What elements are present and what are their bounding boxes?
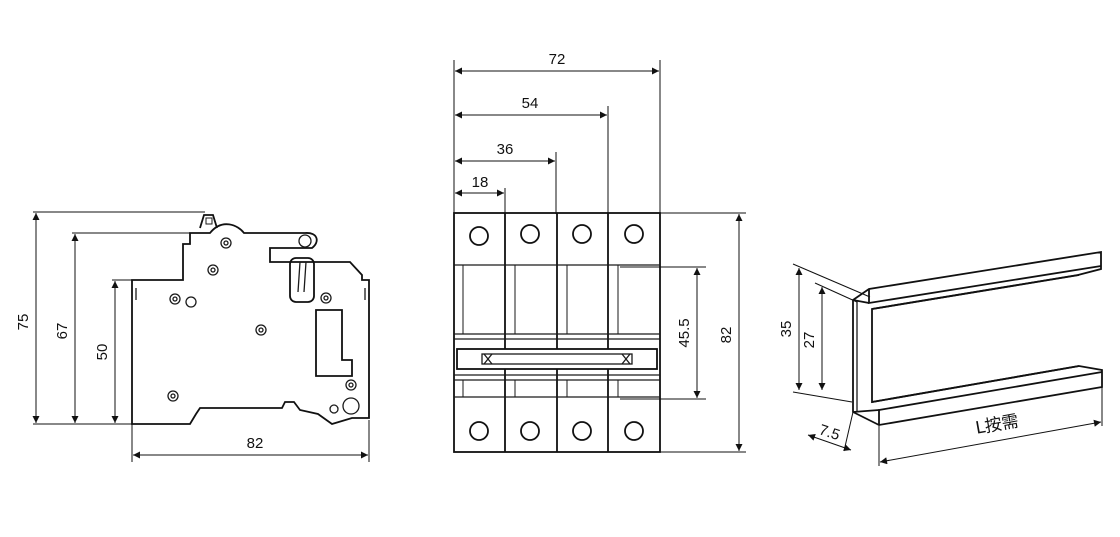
dim-27-label: 27: [801, 332, 818, 349]
din-rail-view: 35 27 7.5 L按需: [778, 250, 1103, 466]
dim-67-label: 67: [54, 323, 71, 340]
side-body-outline: [131, 223, 370, 425]
dim-length-label: L按需: [974, 411, 1020, 438]
dim-length-line: [879, 419, 1102, 465]
front-view: 72 54 36 18 45.5 82: [453, 51, 746, 453]
dim-35-label: 35: [778, 321, 795, 338]
dim-54-label: 54: [522, 95, 539, 112]
side-window: [315, 309, 353, 377]
dim-82-front-label: 82: [718, 327, 735, 344]
dim-36-label: 36: [497, 141, 514, 158]
dim-45-5-label: 45.5: [676, 318, 693, 347]
dim-82-side-label: 82: [247, 435, 264, 452]
dim-18-label: 18: [472, 174, 489, 191]
front-terminals-bottom: [469, 421, 644, 441]
front-terminals-top: [469, 224, 644, 246]
side-view: 75 67 50 82: [15, 211, 370, 462]
side-screws: [167, 237, 360, 415]
dim-75-label: 75: [15, 314, 32, 331]
dim-7-5-line: [807, 434, 852, 451]
dim-72-label: 72: [549, 51, 566, 68]
side-lever: [289, 257, 315, 303]
front-handle-bar: [456, 348, 658, 370]
side-toggle-tab: [199, 214, 218, 229]
dim-50-label: 50: [94, 344, 111, 361]
dim-7-5-label: 7.5: [817, 421, 842, 444]
